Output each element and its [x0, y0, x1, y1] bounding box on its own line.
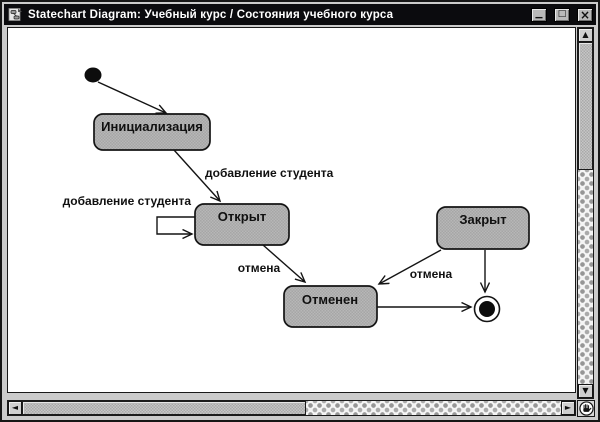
- pan-button[interactable]: [577, 400, 595, 417]
- state-initialization[interactable]: Инициализация: [93, 113, 211, 151]
- statechart-diagram: добавление студента добавление студента …: [63, 67, 530, 328]
- state-initialization-label: Инициализация: [101, 119, 203, 134]
- statechart-diagram-icon: [8, 8, 22, 21]
- window-title: Statechart Diagram: Учебный курс / Состо…: [28, 9, 394, 21]
- scroll-down-button[interactable]: ▼: [578, 384, 593, 398]
- transition-open-self-loop[interactable]: [156, 216, 195, 234]
- scroll-right-icon: ►: [564, 403, 572, 412]
- scroll-up-icon: ▲: [582, 30, 589, 39]
- vertical-scrollbar-thumb[interactable]: [578, 42, 593, 170]
- scroll-up-button[interactable]: ▲: [578, 28, 593, 42]
- hand-icon: [578, 401, 594, 416]
- transition-closed-to-cancelled[interactable]: [379, 249, 442, 284]
- transition-label-add-student-2[interactable]: добавление студента: [63, 194, 192, 208]
- scroll-right-button[interactable]: ►: [561, 401, 575, 415]
- title-bar[interactable]: Statechart Diagram: Учебный курс / Состо…: [4, 4, 596, 25]
- state-closed-label: Закрыт: [459, 212, 506, 227]
- horizontal-scrollbar-track[interactable]: [306, 401, 561, 415]
- vertical-scrollbar[interactable]: ▲ ▼: [577, 27, 594, 399]
- close-button[interactable]: ×: [577, 7, 593, 22]
- horizontal-scrollbar[interactable]: ◄ ►: [7, 400, 576, 416]
- diagram-canvas[interactable]: добавление студента добавление студента …: [7, 27, 576, 393]
- final-state[interactable]: [473, 295, 501, 323]
- state-open[interactable]: Открыт: [194, 203, 290, 246]
- state-closed[interactable]: Закрыт: [436, 206, 530, 250]
- transition-open-to-cancelled[interactable]: [262, 244, 305, 282]
- scroll-left-button[interactable]: ◄: [8, 401, 22, 415]
- state-open-label: Открыт: [218, 209, 266, 224]
- state-cancelled-label: Отменен: [302, 292, 358, 307]
- horizontal-scrollbar-thumb[interactable]: [22, 401, 306, 415]
- transition-initialization-to-open[interactable]: [173, 149, 220, 201]
- initial-state[interactable]: [84, 67, 102, 83]
- scroll-down-icon: ▼: [582, 386, 589, 395]
- minimize-button[interactable]: ▁: [531, 7, 547, 22]
- transition-label-cancel-2[interactable]: отмена: [410, 267, 453, 281]
- state-cancelled[interactable]: Отменен: [283, 285, 378, 328]
- scroll-left-icon: ◄: [11, 403, 19, 412]
- transition-label-cancel-1[interactable]: отмена: [238, 261, 281, 275]
- transition-initial-to-initialization[interactable]: [97, 81, 166, 113]
- transition-label-add-student-1[interactable]: добавление студента: [205, 166, 334, 180]
- vertical-scrollbar-track[interactable]: [578, 170, 593, 384]
- maximize-button[interactable]: □: [554, 7, 570, 22]
